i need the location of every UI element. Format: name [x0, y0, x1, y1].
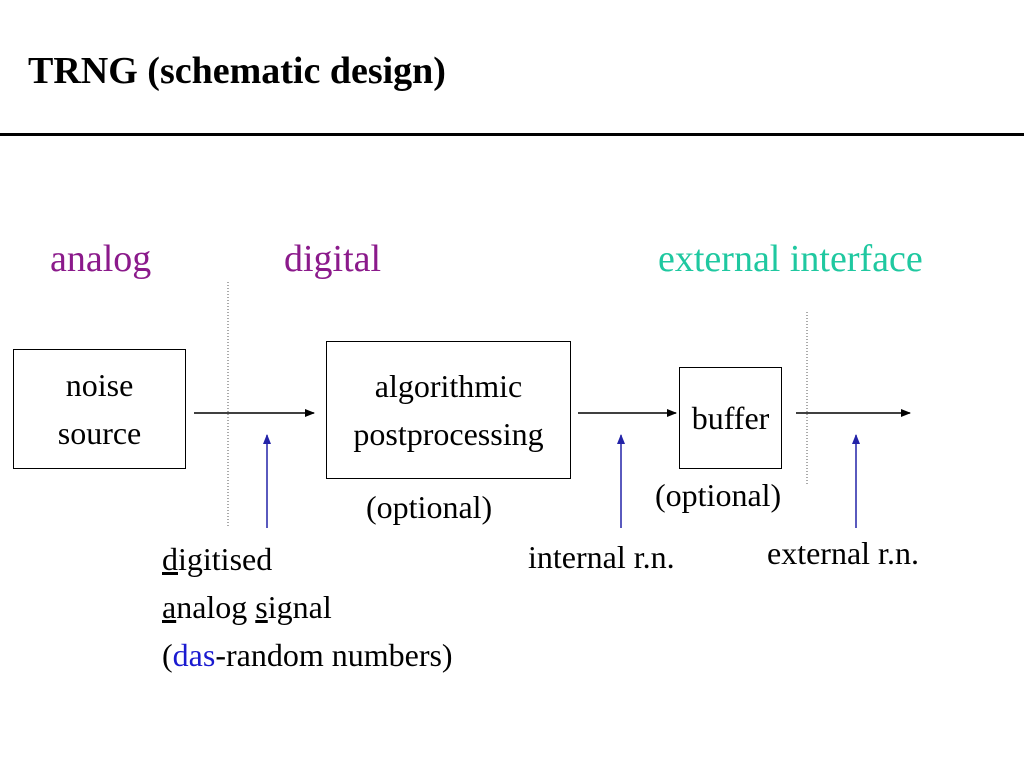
- buffer-label: buffer: [691, 400, 770, 436]
- underlined-a: a: [162, 589, 177, 625]
- das-line3-rest: -random numbers): [215, 637, 453, 673]
- das-line1-rest: igitised: [178, 541, 273, 577]
- section-digital: digital: [284, 238, 382, 280]
- optional-postprocessing-label: (optional): [366, 489, 493, 525]
- das-acronym: das: [172, 637, 216, 673]
- noise-source-line1: noise: [65, 367, 134, 403]
- das-signal-description: digitised analog signal (das-random numb…: [162, 535, 453, 679]
- page-title: TRNG (schematic design): [28, 50, 446, 92]
- optional-buffer-label: (optional): [655, 477, 782, 513]
- section-analog: analog: [50, 238, 152, 280]
- noise-source-line2: source: [57, 415, 142, 451]
- buffer-box: buffer: [679, 367, 782, 469]
- underlined-d: d: [162, 541, 178, 577]
- noise-source-box: noise source: [13, 349, 186, 469]
- das-line1: digitised: [162, 535, 453, 583]
- das-line2-rest: ignal: [267, 589, 332, 625]
- title-divider: [0, 133, 1024, 136]
- postprocessing-line2: postprocessing: [353, 416, 544, 452]
- das-line3: (das-random numbers): [162, 631, 453, 679]
- algorithmic-postprocessing-box: algorithmic postprocessing: [326, 341, 571, 479]
- das-line3-open: (: [162, 637, 173, 673]
- section-external-interface: external interface: [658, 238, 923, 280]
- das-line2-analog: nalog: [176, 589, 256, 625]
- internal-rn-label: internal r.n.: [528, 539, 675, 575]
- external-rn-label: external r.n.: [767, 535, 919, 571]
- postprocessing-line1: algorithmic: [374, 368, 523, 404]
- das-line2: analog signal: [162, 583, 453, 631]
- underlined-s: s: [255, 589, 268, 625]
